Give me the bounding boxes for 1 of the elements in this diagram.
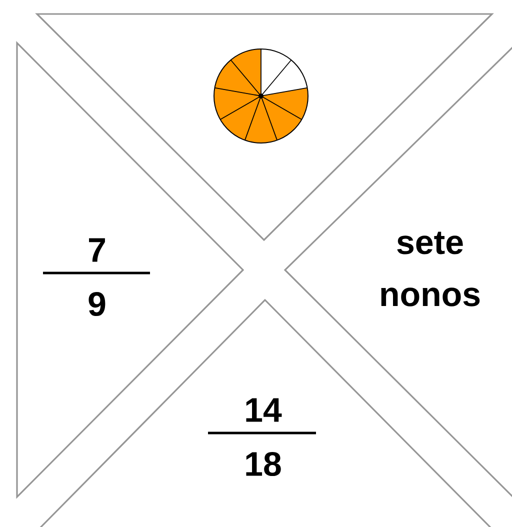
pie-drawing (214, 48, 308, 144)
